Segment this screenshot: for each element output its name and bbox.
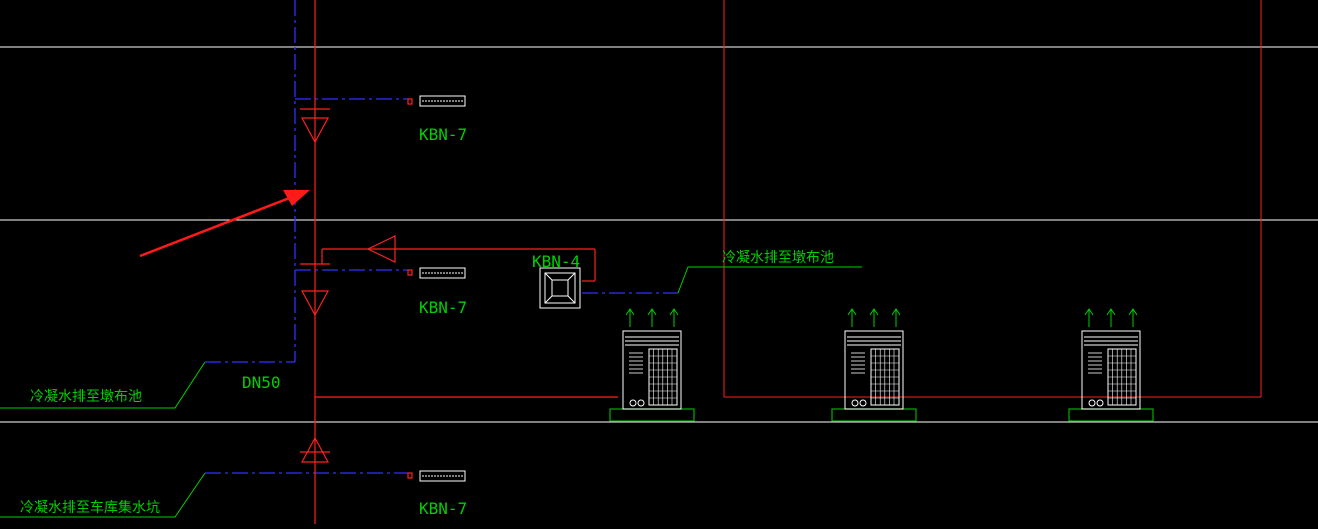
label-unit-bottom: KBN-7 bbox=[419, 499, 467, 518]
airflow-up-arrow-icon bbox=[847, 308, 857, 327]
outdoor-condenser-unit-icon bbox=[609, 308, 695, 422]
flow-triangle-up-lower bbox=[300, 436, 330, 463]
ceiling-cassette-unit-icon bbox=[539, 267, 581, 309]
flow-triangle-left-branch bbox=[366, 235, 396, 263]
note-leaders bbox=[0, 266, 862, 518]
refrigerant-loop-right bbox=[723, 0, 1262, 398]
wall-unit-middle bbox=[419, 267, 466, 279]
airflow-up-arrow-icon bbox=[625, 308, 635, 327]
outdoor-condenser-unit-icon bbox=[1068, 308, 1154, 422]
flow-direction-triangle-icon bbox=[300, 117, 396, 463]
label-pipe-size: DN50 bbox=[242, 373, 281, 392]
label-cassette: KBN-4 bbox=[532, 252, 580, 271]
airflow-up-arrow-icon bbox=[869, 308, 879, 327]
label-unit-middle: KBN-7 bbox=[419, 298, 467, 317]
note-bottom: 冷凝水排至车库集水坑 bbox=[20, 499, 160, 516]
note-right: 冷凝水排至墩布池 bbox=[722, 250, 834, 266]
flow-triangle-down-middle bbox=[300, 290, 330, 317]
airflow-up-arrow-icon bbox=[669, 308, 679, 327]
outdoor-condenser-unit-icon bbox=[831, 308, 917, 422]
refrigerant-riser bbox=[300, 0, 618, 524]
wall-unit-bottom bbox=[419, 470, 466, 482]
label-unit-top: KBN-7 bbox=[419, 125, 467, 144]
note-left: 冷凝水排至墩布池 bbox=[30, 389, 142, 405]
airflow-up-arrow-icon bbox=[1106, 308, 1116, 327]
outdoor-units bbox=[609, 308, 1154, 422]
condensate-riser bbox=[205, 0, 678, 474]
airflow-up-arrow-icon bbox=[1084, 308, 1094, 327]
airflow-up-arrow-icon bbox=[891, 308, 901, 327]
wall-unit-top bbox=[419, 95, 466, 107]
wall-mounted-indoor-unit-icon bbox=[419, 95, 466, 482]
flow-triangle-down-upper bbox=[300, 117, 330, 144]
floor-lines bbox=[0, 46, 1318, 423]
airflow-up-arrow-icon bbox=[1128, 308, 1138, 327]
airflow-up-arrow-icon bbox=[647, 308, 657, 327]
annotation-arrow-icon bbox=[139, 190, 310, 258]
